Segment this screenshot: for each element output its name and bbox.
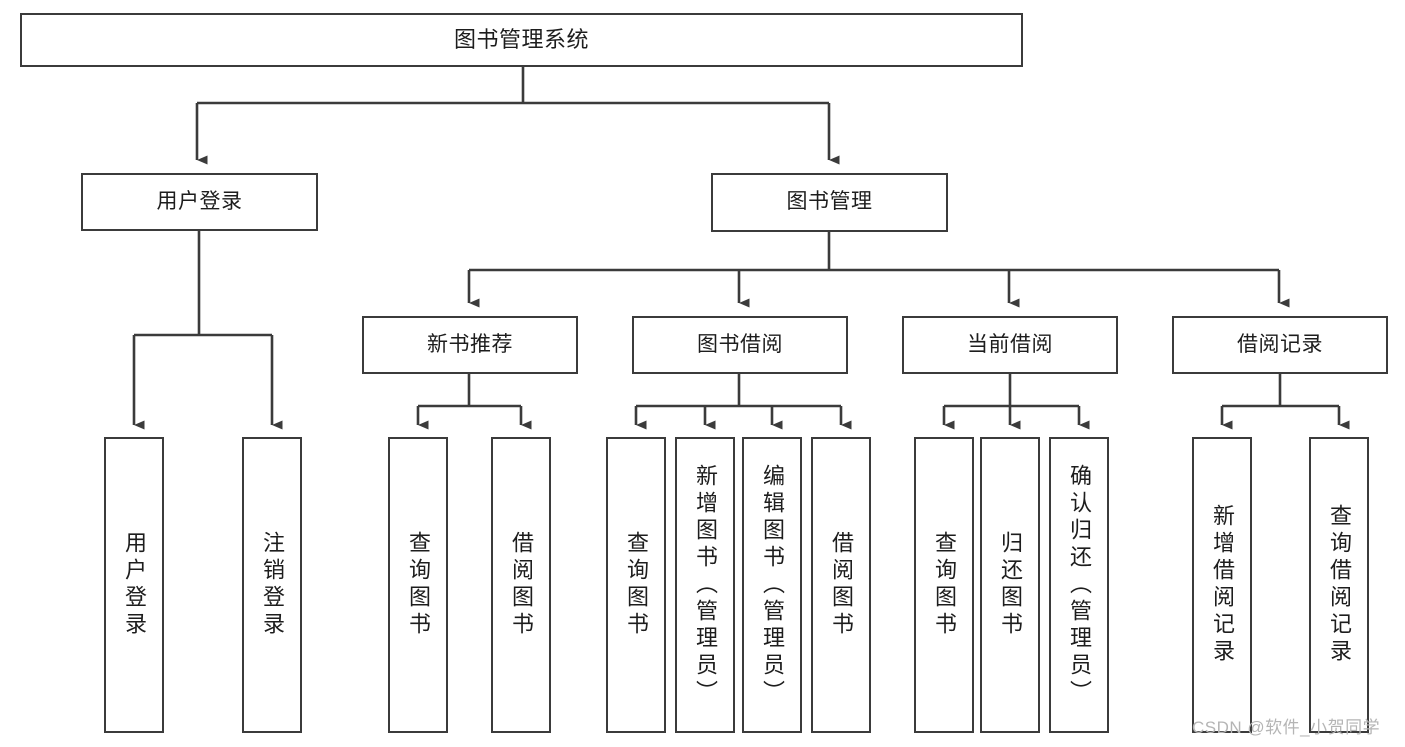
node-label: 图书管理 bbox=[786, 190, 873, 214]
leaf-user-login[interactable]: 用户登录 bbox=[104, 437, 164, 733]
leaf-borrow-add-book-admin[interactable]: 新增图书（管理员） bbox=[675, 437, 735, 733]
node-label: 确认归还（管理员） bbox=[1067, 463, 1092, 707]
leaf-borrow-edit-book-admin[interactable]: 编辑图书（管理员） bbox=[742, 437, 802, 733]
leaf-record-add-borrow-record[interactable]: 新增借阅记录 bbox=[1192, 437, 1252, 733]
node-label: 图书借阅 bbox=[697, 332, 783, 356]
node-book-management[interactable]: 图书管理 bbox=[711, 173, 948, 232]
node-label: 查询图书 bbox=[624, 531, 649, 639]
node-label: 注销登录 bbox=[260, 531, 285, 639]
leaf-current-confirm-return-admin[interactable]: 确认归还（管理员） bbox=[1049, 437, 1109, 733]
csdn-watermark: CSDN @软件_小贺同学 bbox=[1192, 718, 1381, 737]
node-label: 编辑图书（管理员） bbox=[760, 463, 785, 707]
leaf-record-query-borrow-record[interactable]: 查询借阅记录 bbox=[1309, 437, 1369, 733]
node-current-borrow[interactable]: 当前借阅 bbox=[902, 316, 1118, 374]
node-label: 图书管理系统 bbox=[453, 27, 589, 53]
node-label: 借阅记录 bbox=[1237, 332, 1323, 356]
leaf-current-return-book[interactable]: 归还图书 bbox=[980, 437, 1040, 733]
node-label: 新增借阅记录 bbox=[1210, 504, 1235, 666]
node-label: 借阅图书 bbox=[509, 531, 534, 639]
node-label: 新书推荐 bbox=[427, 332, 513, 356]
node-root-system[interactable]: 图书管理系统 bbox=[20, 13, 1023, 67]
node-label: 查询借阅记录 bbox=[1327, 504, 1352, 666]
node-borrow-record[interactable]: 借阅记录 bbox=[1172, 316, 1388, 374]
leaf-recommend-query-book[interactable]: 查询图书 bbox=[388, 437, 448, 733]
node-label: 新增图书（管理员） bbox=[693, 463, 718, 707]
node-label: 当前借阅 bbox=[967, 332, 1053, 356]
node-user-login[interactable]: 用户登录 bbox=[81, 173, 318, 231]
leaf-borrow-borrow-book[interactable]: 借阅图书 bbox=[811, 437, 871, 733]
leaf-borrow-query-book[interactable]: 查询图书 bbox=[606, 437, 666, 733]
node-label: 查询图书 bbox=[406, 531, 431, 639]
node-label: 借阅图书 bbox=[829, 531, 854, 639]
node-new-book-recommend[interactable]: 新书推荐 bbox=[362, 316, 578, 374]
node-label: 归还图书 bbox=[998, 531, 1023, 639]
leaf-user-logout[interactable]: 注销登录 bbox=[242, 437, 302, 733]
node-label: 用户登录 bbox=[156, 189, 243, 213]
node-label: 用户登录 bbox=[122, 531, 147, 639]
node-label: 查询图书 bbox=[932, 531, 957, 639]
leaf-current-query-book[interactable]: 查询图书 bbox=[914, 437, 974, 733]
node-book-borrow[interactable]: 图书借阅 bbox=[632, 316, 848, 374]
leaf-recommend-borrow-book[interactable]: 借阅图书 bbox=[491, 437, 551, 733]
